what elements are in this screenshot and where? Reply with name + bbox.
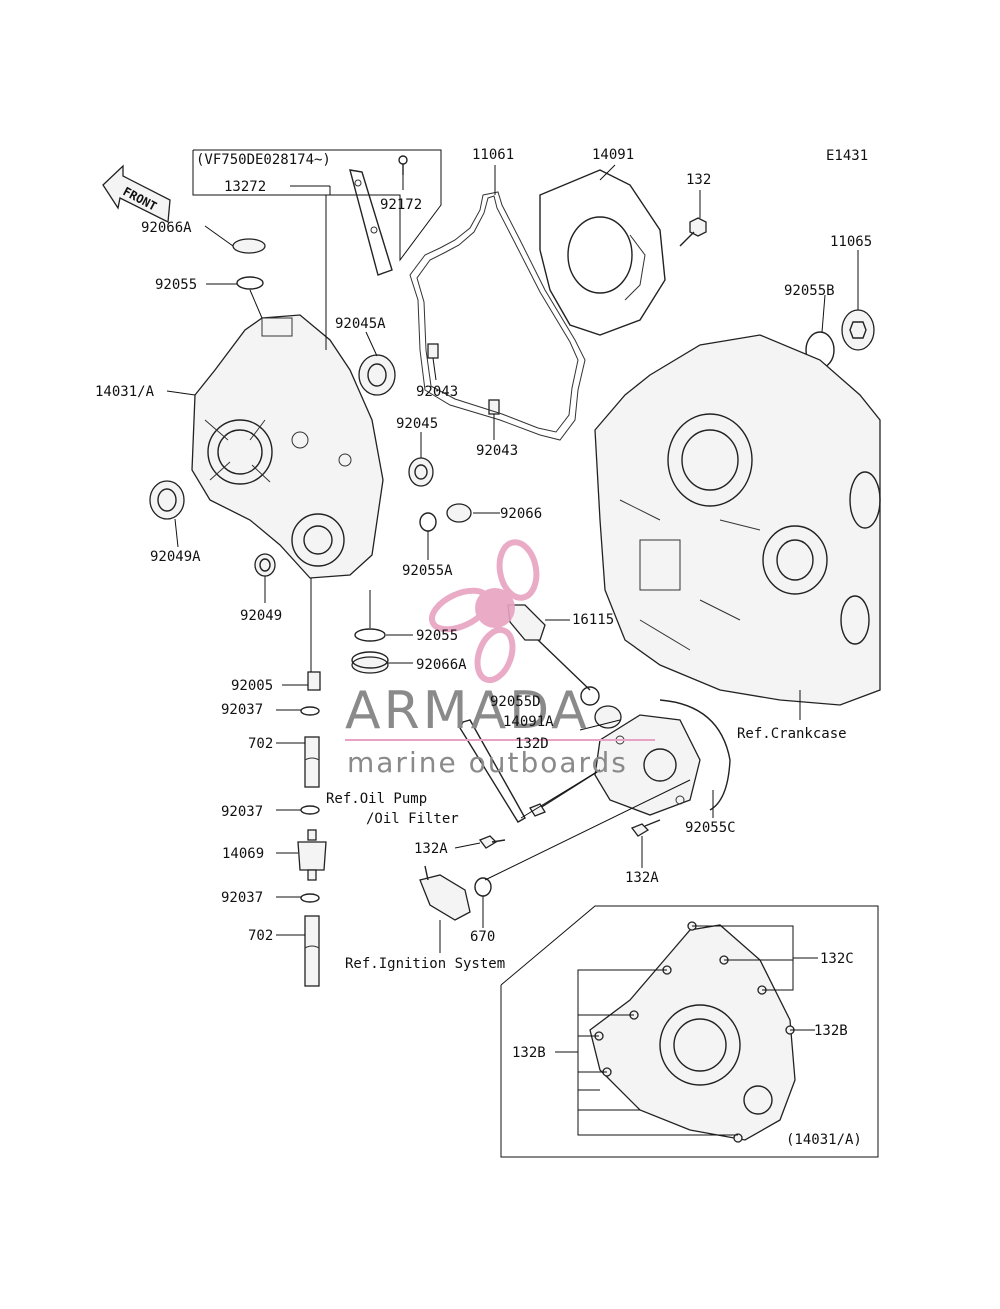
reference-labels: Ref.Crankcase Ref.Oil Pump /Oil Filter R…: [326, 726, 847, 972]
ref-oil-pump-line2: /Oil Filter: [366, 811, 459, 827]
label-702-a: 702: [248, 736, 273, 752]
o-ring-92055-top: [236, 276, 264, 290]
watermark-tagline: marine outboards: [347, 746, 628, 779]
bolt-132A-right: [630, 819, 661, 837]
label-702-b: 702: [248, 928, 273, 944]
serial-note-box: (VF750DE028174~): [192, 149, 442, 262]
left-cover-14031A: [191, 314, 384, 579]
o-ring-92055-mid: [354, 628, 386, 642]
bolt-92172: [398, 155, 408, 175]
crankcase: [594, 334, 881, 706]
fitting-92005: [307, 671, 321, 691]
label-92066: 92066: [500, 506, 542, 522]
label-92045: 92045: [396, 416, 438, 432]
part-labels: 13272 92172 11061 14091 132 11065 92055B…: [95, 147, 872, 1148]
label-14091A: 14091A: [503, 714, 554, 730]
clamp-92037-b: [300, 805, 320, 815]
inset-label: (14031/A): [786, 1132, 862, 1148]
watermark-brand: ARMADA: [345, 681, 590, 741]
label-92049: 92049: [240, 608, 282, 624]
label-92045A: 92045A: [335, 316, 386, 332]
label-132B-right: 132B: [814, 1023, 848, 1039]
cap-92066: [446, 503, 472, 523]
label-92049A: 92049A: [150, 549, 201, 565]
label-11065: 11065: [830, 234, 872, 250]
label-92055A: 92055A: [402, 563, 453, 579]
bolt-132: [679, 217, 707, 247]
label-132: 132: [686, 172, 711, 188]
gasket-11061: [409, 191, 586, 441]
ref-oil-pump-line1: Ref.Oil Pump: [326, 791, 427, 807]
label-14031A: 14031/A: [95, 384, 155, 400]
ref-ignition-system: Ref.Ignition System: [345, 956, 505, 972]
label-92005: 92005: [231, 678, 273, 694]
ignition-sensor: [419, 865, 471, 921]
leader-lines: [166, 164, 859, 953]
cap-92066A-mid: [351, 651, 389, 674]
filter-14069: [297, 829, 327, 881]
label-132A-left: 132A: [414, 841, 448, 857]
seal-92049: [254, 553, 276, 577]
clamp-92037-c: [300, 893, 320, 903]
label-13272: 13272: [224, 179, 266, 195]
watermark: ARMADA marine outboards: [345, 539, 655, 779]
label-11061: 11061: [472, 147, 514, 163]
label-92055C: 92055C: [685, 820, 736, 836]
label-92043-a: 92043: [416, 384, 458, 400]
label-14091: 14091: [592, 147, 634, 163]
seal-92049A: [149, 480, 185, 520]
label-14069: 14069: [222, 846, 264, 862]
propeller-logo-icon: [428, 539, 540, 684]
clamp-92037-a: [300, 706, 320, 716]
o-ring-670: [474, 877, 492, 897]
label-92066A-top: 92066A: [141, 220, 192, 236]
cap-14091A: [594, 705, 622, 729]
bearing-92045: [408, 457, 434, 487]
dowel-92043-a: [427, 343, 439, 359]
serial-note: (VF750DE028174~): [196, 152, 331, 168]
oil-bracket: [459, 719, 526, 823]
label-92055B: 92055B: [784, 283, 835, 299]
ref-crankcase: Ref.Crankcase: [737, 726, 847, 742]
bearing-92045A: [358, 354, 396, 396]
label-132C: 132C: [820, 951, 854, 967]
label-132D: 132D: [515, 736, 549, 752]
switch-16115: [507, 604, 591, 691]
o-ring-92055A: [419, 512, 437, 532]
bolt-132A-left: [478, 835, 506, 849]
label-92066A-mid: 92066A: [416, 657, 467, 673]
hose-702-b: [304, 915, 320, 987]
cap-11065: [841, 309, 875, 351]
label-132B-left: 132B: [512, 1045, 546, 1061]
label-92037-b: 92037: [221, 804, 263, 820]
label-92172: 92172: [380, 197, 422, 213]
o-ring-92055C: [659, 699, 731, 811]
diagram-code: E1431: [826, 148, 868, 164]
label-92055-mid: 92055: [416, 628, 458, 644]
o-ring-92055D: [580, 686, 600, 706]
label-92055D: 92055D: [490, 694, 541, 710]
label-92043-b: 92043: [476, 443, 518, 459]
label-16115: 16115: [572, 612, 614, 628]
hose-702-a: [304, 736, 320, 788]
label-92037-a: 92037: [221, 702, 263, 718]
plate-14091: [539, 169, 666, 336]
label-132A-right: 132A: [625, 870, 659, 886]
inset-box: [500, 905, 879, 1158]
bracket-13272: [349, 169, 393, 276]
front-arrow-icon: FRONT: [102, 164, 171, 224]
label-92055-top: 92055: [155, 277, 197, 293]
label-92037-c: 92037: [221, 890, 263, 906]
cap-92066A-top: [232, 238, 266, 254]
label-670: 670: [470, 929, 495, 945]
